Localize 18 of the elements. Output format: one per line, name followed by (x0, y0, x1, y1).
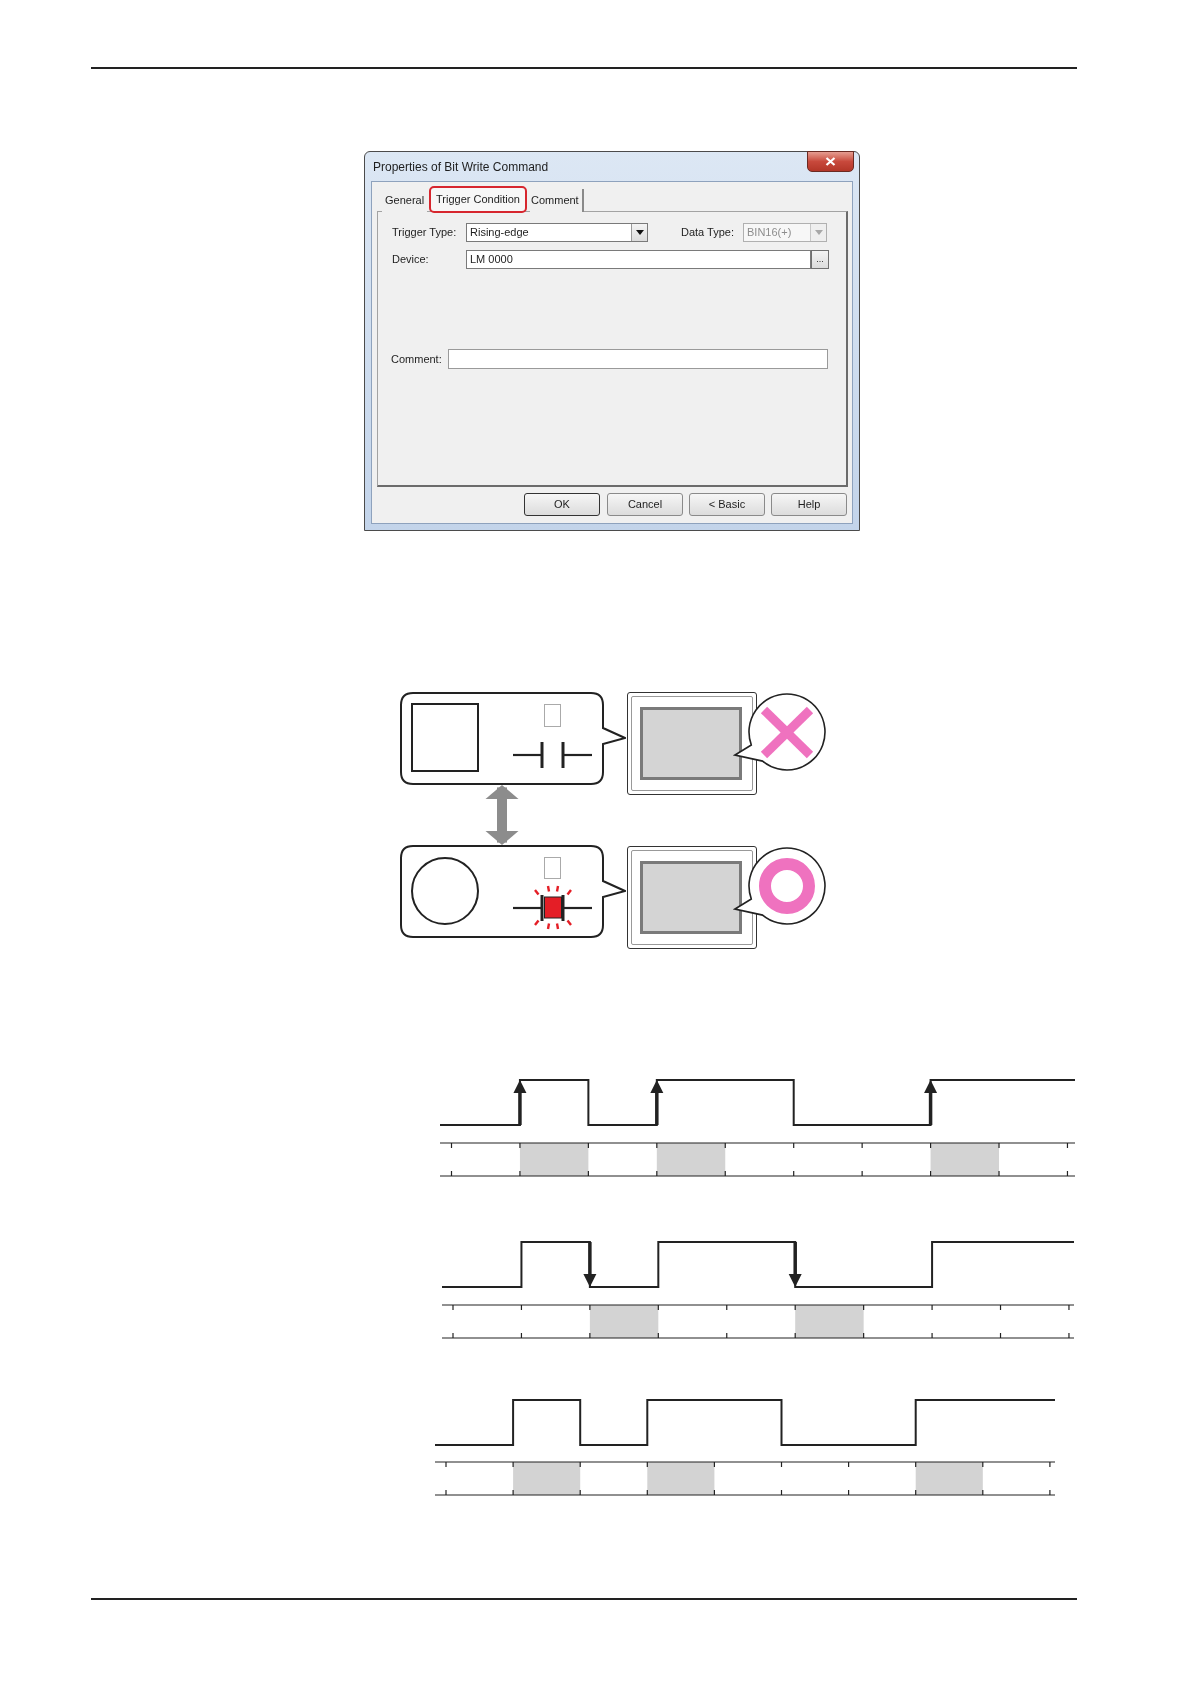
browse-button: ... (811, 250, 829, 269)
dialog-title: Properties of Bit Write Command (373, 160, 549, 174)
field-label: Data Type: (681, 226, 734, 239)
selected-tab: Trigger Condition (429, 186, 527, 213)
cancel-button: Cancel (607, 493, 683, 516)
tab: Comment (530, 189, 584, 212)
dropdown-field: BIN16(+) (743, 223, 827, 242)
ok-button: OK (524, 493, 600, 516)
help-button: Help (771, 493, 847, 516)
field-label: Device: (392, 253, 429, 266)
dropdown-field: Rising-edge (466, 223, 648, 242)
double-arrow (485, 785, 519, 845)
field-label: Comment: (391, 353, 442, 366)
field-label: Trigger Type: (392, 226, 457, 239)
basic-button: < Basic (689, 493, 765, 516)
input-field: LM 0000 (466, 250, 811, 269)
speech-bubble (400, 845, 626, 938)
speech-bubble (400, 692, 626, 785)
